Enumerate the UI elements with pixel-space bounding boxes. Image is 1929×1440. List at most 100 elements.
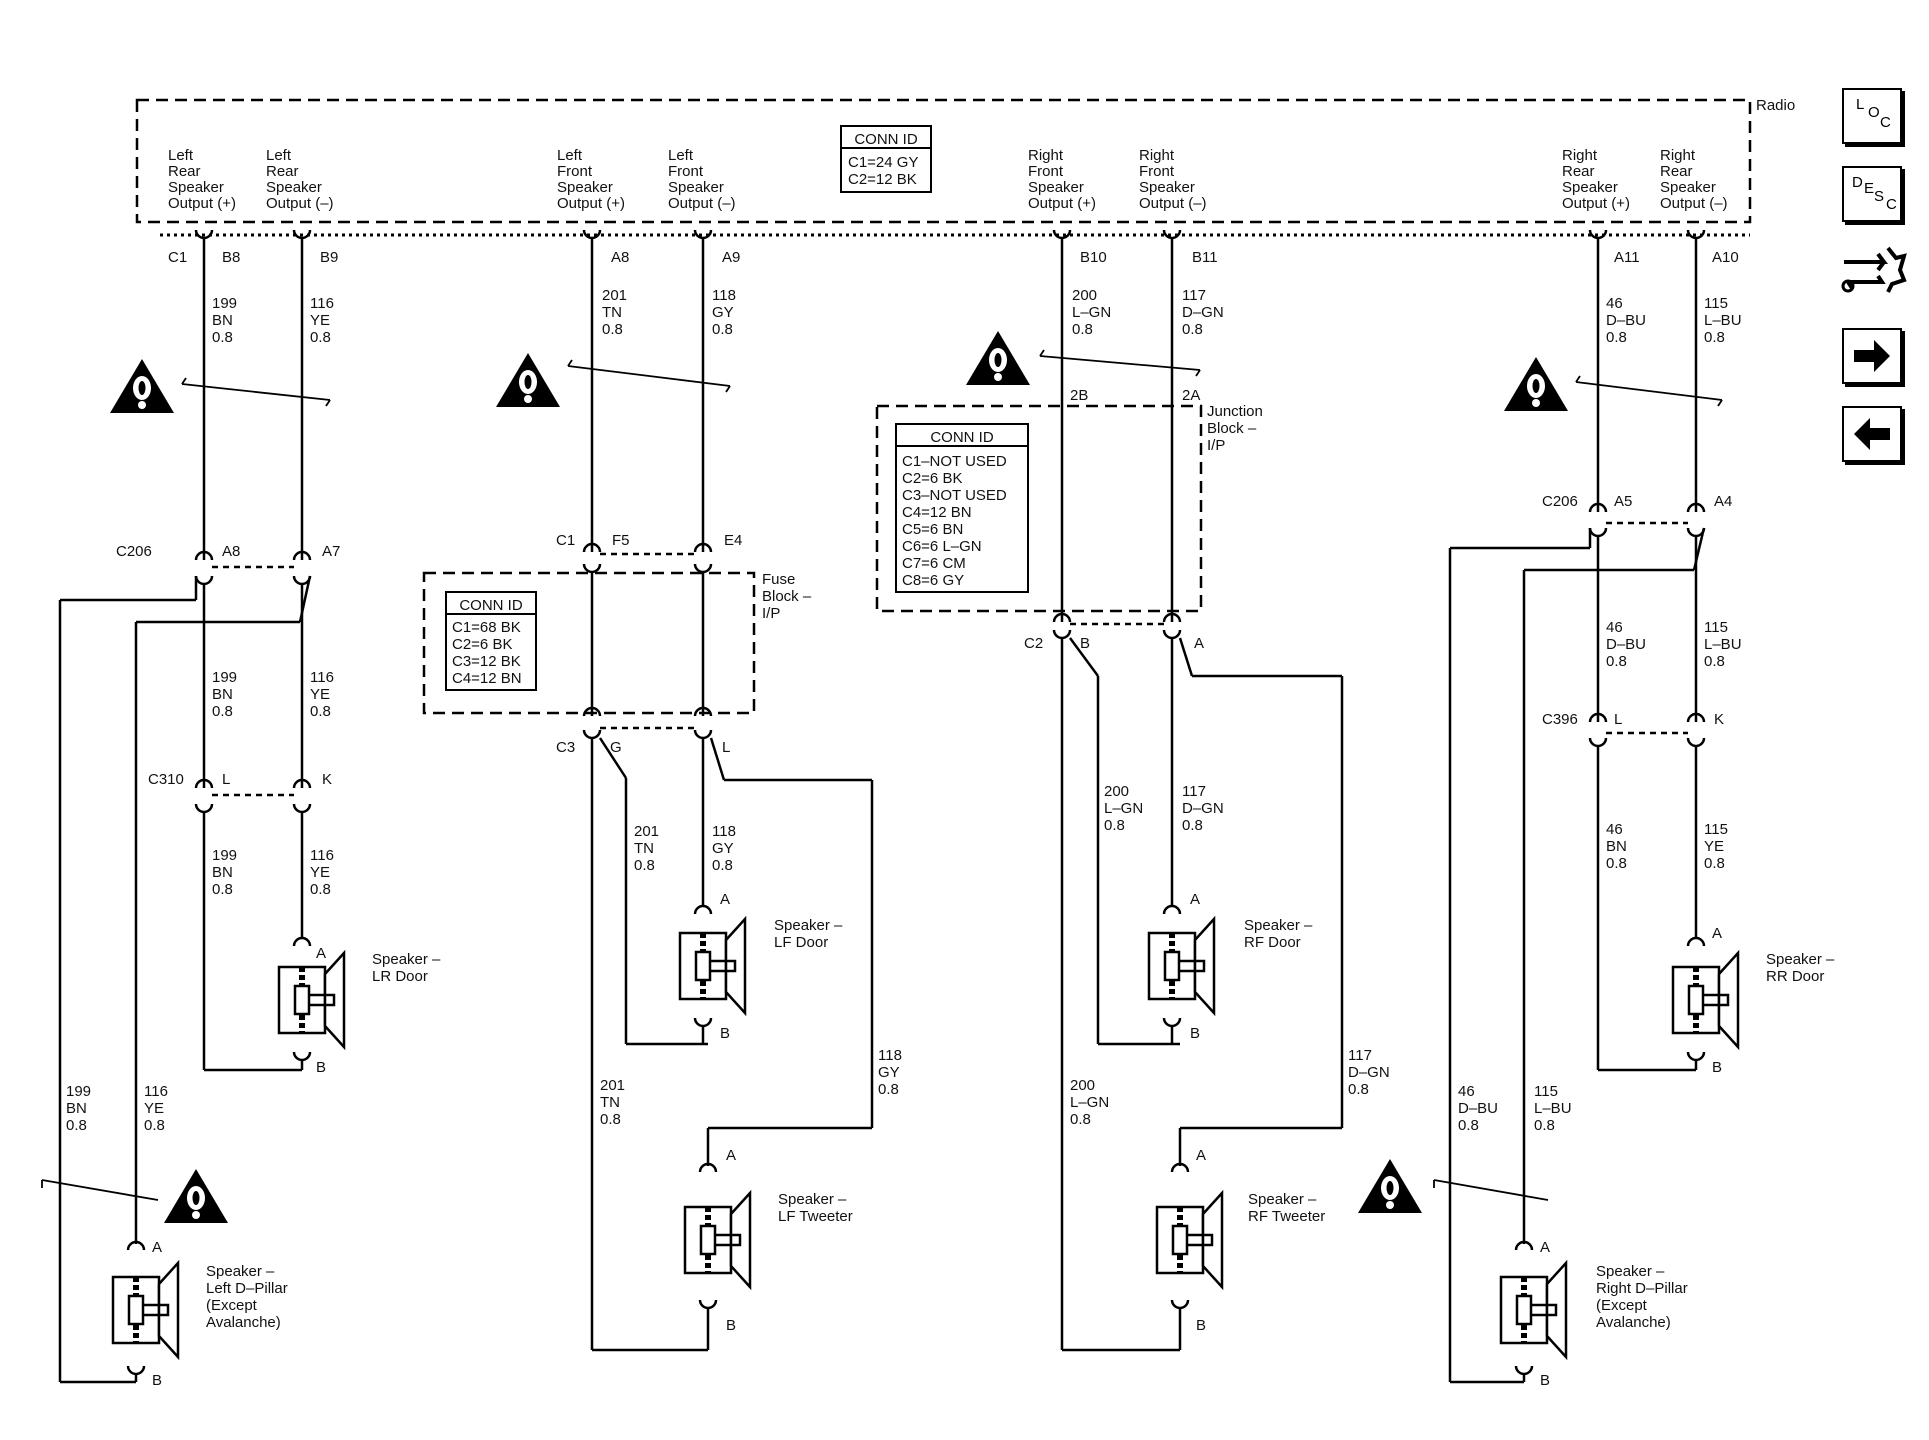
wire-color: D–GN <box>1182 800 1224 817</box>
output-label: Right <box>1660 147 1696 164</box>
wire-color: D–BU <box>1458 1100 1498 1117</box>
forward-button[interactable] <box>1842 328 1902 384</box>
pin-label: A <box>316 945 326 962</box>
wire-size: 0.8 <box>1606 653 1627 670</box>
pin-label: A8 <box>611 249 629 266</box>
caution-icon[interactable] <box>1358 1159 1422 1213</box>
desc-button[interactable]: D E S C <box>1842 166 1902 222</box>
pin-label: B <box>316 1059 326 1076</box>
output-label: Right <box>1139 147 1175 164</box>
left-front-circuit <box>422 238 874 1352</box>
wire-size: 0.8 <box>1182 817 1203 834</box>
pin-label: G <box>610 739 622 756</box>
wire-size: 0.8 <box>712 857 733 874</box>
fuse-conn-id-line: C4=12 BN <box>452 670 522 687</box>
speaker-rf-tweeter-label: Speaker – <box>1248 1191 1317 1208</box>
pin-label: B <box>1712 1059 1722 1076</box>
output-label: Rear <box>1562 163 1595 180</box>
wire-size: 0.8 <box>1348 1081 1369 1098</box>
pin-label: B10 <box>1080 249 1107 266</box>
fuse-conn-id-line: C3=12 BK <box>452 653 521 670</box>
wire-size: 0.8 <box>66 1117 87 1134</box>
connector-id: C206 <box>1542 493 1578 510</box>
radio-output-left-front-pos: Left Front Speaker Output (+) <box>557 147 625 212</box>
output-label: Front <box>668 163 704 180</box>
jb-conn-id-line: C2=6 BK <box>902 470 962 487</box>
radio-conn-id-line: C1=24 GY <box>848 154 918 171</box>
wire-circuit: 200 <box>1072 287 1097 304</box>
wire-circuit: 115 <box>1704 295 1728 312</box>
speaker-rr-door-label: RR Door <box>1766 968 1824 985</box>
wire-118-gy-label: 118 GY 0.8 <box>712 287 736 338</box>
pin-label: 2B <box>1070 387 1088 404</box>
pin-label: B9 <box>320 249 338 266</box>
wire-circuit: 116 <box>144 1083 168 1100</box>
output-label: Rear <box>266 163 299 180</box>
wire-color: BN <box>212 686 233 703</box>
speaker-right-dpillar-label: Avalanche) <box>1596 1314 1671 1331</box>
pin-label: K <box>322 771 332 788</box>
pin-label: B11 <box>1192 249 1218 266</box>
wire-color: L–BU <box>1704 636 1742 653</box>
wire-circuit: 200 <box>1070 1077 1095 1094</box>
output-label: Speaker <box>1660 179 1716 196</box>
caution-icon[interactable] <box>110 359 174 413</box>
wire-circuit: 201 <box>634 823 659 840</box>
wire-size: 0.8 <box>712 321 733 338</box>
output-label: Left <box>168 147 194 164</box>
caution-icon[interactable] <box>1504 357 1568 411</box>
output-label: Left <box>557 147 583 164</box>
wire-circuit: 201 <box>602 287 627 304</box>
caution-icon[interactable] <box>966 331 1030 385</box>
pin-label: B <box>726 1317 736 1334</box>
wire-circuit: 46 <box>1458 1083 1475 1100</box>
wire-size: 0.8 <box>634 857 655 874</box>
speaker-right-dpillar-label: Right D–Pillar <box>1596 1280 1688 1297</box>
wire-199-bn-label: 199 BN 0.8 <box>66 1083 91 1134</box>
wire-circuit: 200 <box>1104 783 1129 800</box>
pin-label: L <box>222 771 230 788</box>
pin-label: B <box>152 1372 162 1389</box>
wire-200-lgn-label: 200 L–GN 0.8 <box>1070 1077 1109 1128</box>
fuse-block-label: Fuse <box>762 571 795 588</box>
wire-201-tn-label: 201 TN 0.8 <box>634 823 659 874</box>
pin-label: L <box>1614 711 1622 728</box>
caution-icon[interactable] <box>496 353 560 407</box>
wire-118-gy-label: 118 GY 0.8 <box>878 1047 902 1098</box>
pin-label: A <box>1194 635 1204 652</box>
wire-circuit: 46 <box>1606 295 1623 312</box>
fuse-block-conn-id: CONN ID C1=68 BK C2=6 BK C3=12 BK C4=12 … <box>445 591 537 691</box>
fuse-conn-id-line: C2=6 BK <box>452 636 512 653</box>
speaker-lf-tweeter-label: Speaker – <box>778 1191 847 1208</box>
caution-icon[interactable] <box>164 1169 228 1223</box>
wire-color: GY <box>878 1064 900 1081</box>
wire-color: TN <box>600 1094 620 1111</box>
harness-button[interactable] <box>1838 240 1910 304</box>
pin-label: B <box>720 1025 730 1042</box>
wire-color: D–BU <box>1606 636 1646 653</box>
output-label: Front <box>557 163 593 180</box>
wire-46-bn-label: 46 BN 0.8 <box>1606 821 1627 872</box>
wire-size: 0.8 <box>310 329 331 346</box>
wire-color: GY <box>712 304 734 321</box>
loc-button[interactable]: L O C <box>1842 88 1902 144</box>
wire-116-ye-label: 116 YE 0.8 <box>144 1083 168 1134</box>
wire-199-bn-label: 199 BN 0.8 <box>212 669 237 720</box>
pin-label: F5 <box>612 532 630 549</box>
output-label: Speaker <box>668 179 724 196</box>
back-button[interactable] <box>1842 406 1902 462</box>
wire-color: L–BU <box>1704 312 1742 329</box>
jb-conn-id-line: C4=12 BN <box>902 504 972 521</box>
output-label: Right <box>1028 147 1064 164</box>
speaker-rf-door-label: Speaker – <box>1244 917 1313 934</box>
pin-label: L <box>722 739 730 756</box>
wire-circuit: 118 <box>712 287 736 304</box>
junction-block-label: Junction <box>1207 403 1263 420</box>
junction-block-label: I/P <box>1207 437 1225 454</box>
radio-conn-id-title: CONN ID <box>854 131 918 148</box>
wire-circuit: 46 <box>1606 821 1623 838</box>
wire-circuit: 118 <box>712 823 736 840</box>
radio-conn-id-line: C2=12 BK <box>848 171 917 188</box>
wire-color: L–GN <box>1072 304 1111 321</box>
wire-199-bn-label: 199 BN 0.8 <box>212 295 237 346</box>
